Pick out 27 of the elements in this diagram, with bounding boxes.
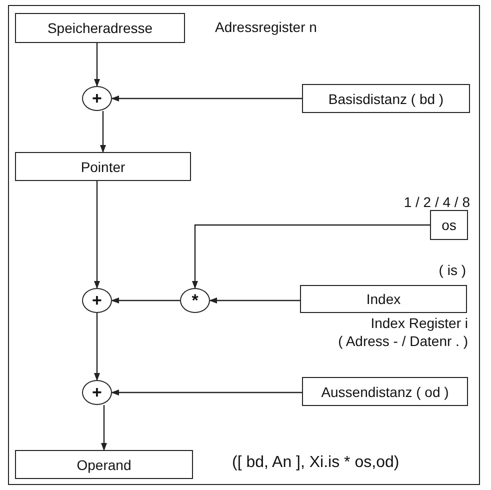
addressing-formula: ([ bd, An ], Xi.is * os,od): [232, 454, 400, 472]
operator-circle: +: [82, 380, 112, 405]
arrow: [100, 111, 106, 153]
arrow: [94, 181, 100, 289]
arrow: [94, 43, 100, 87]
register-note: ( is ): [438, 262, 466, 278]
arrow: [94, 313, 100, 381]
arrow: [192, 224, 430, 289]
arrow: [111, 96, 302, 102]
arrow: [101, 405, 107, 451]
register-box: Aussendistanz ( od ): [302, 377, 468, 406]
register-box: Speicheradresse: [15, 13, 185, 43]
register-box: Basisdistanz ( bd ): [302, 84, 470, 113]
register-box: Operand: [15, 450, 193, 479]
arrow: [111, 390, 302, 396]
operator-circle: +: [82, 288, 112, 313]
register-box: Pointer: [15, 152, 191, 181]
arrow: [111, 298, 180, 304]
register-note: ( Adress - / Datenr . ): [337, 333, 468, 349]
register-note: 1 / 2 / 4 / 8: [402, 194, 470, 210]
operator-circle: +: [82, 86, 112, 111]
arrow: [209, 298, 300, 304]
register-note: Index Register i: [370, 315, 468, 331]
register-box: Index: [300, 285, 467, 313]
operator-circle: *: [180, 288, 210, 313]
register-box: os: [430, 210, 468, 240]
register-note: Adressregister n: [215, 19, 317, 35]
